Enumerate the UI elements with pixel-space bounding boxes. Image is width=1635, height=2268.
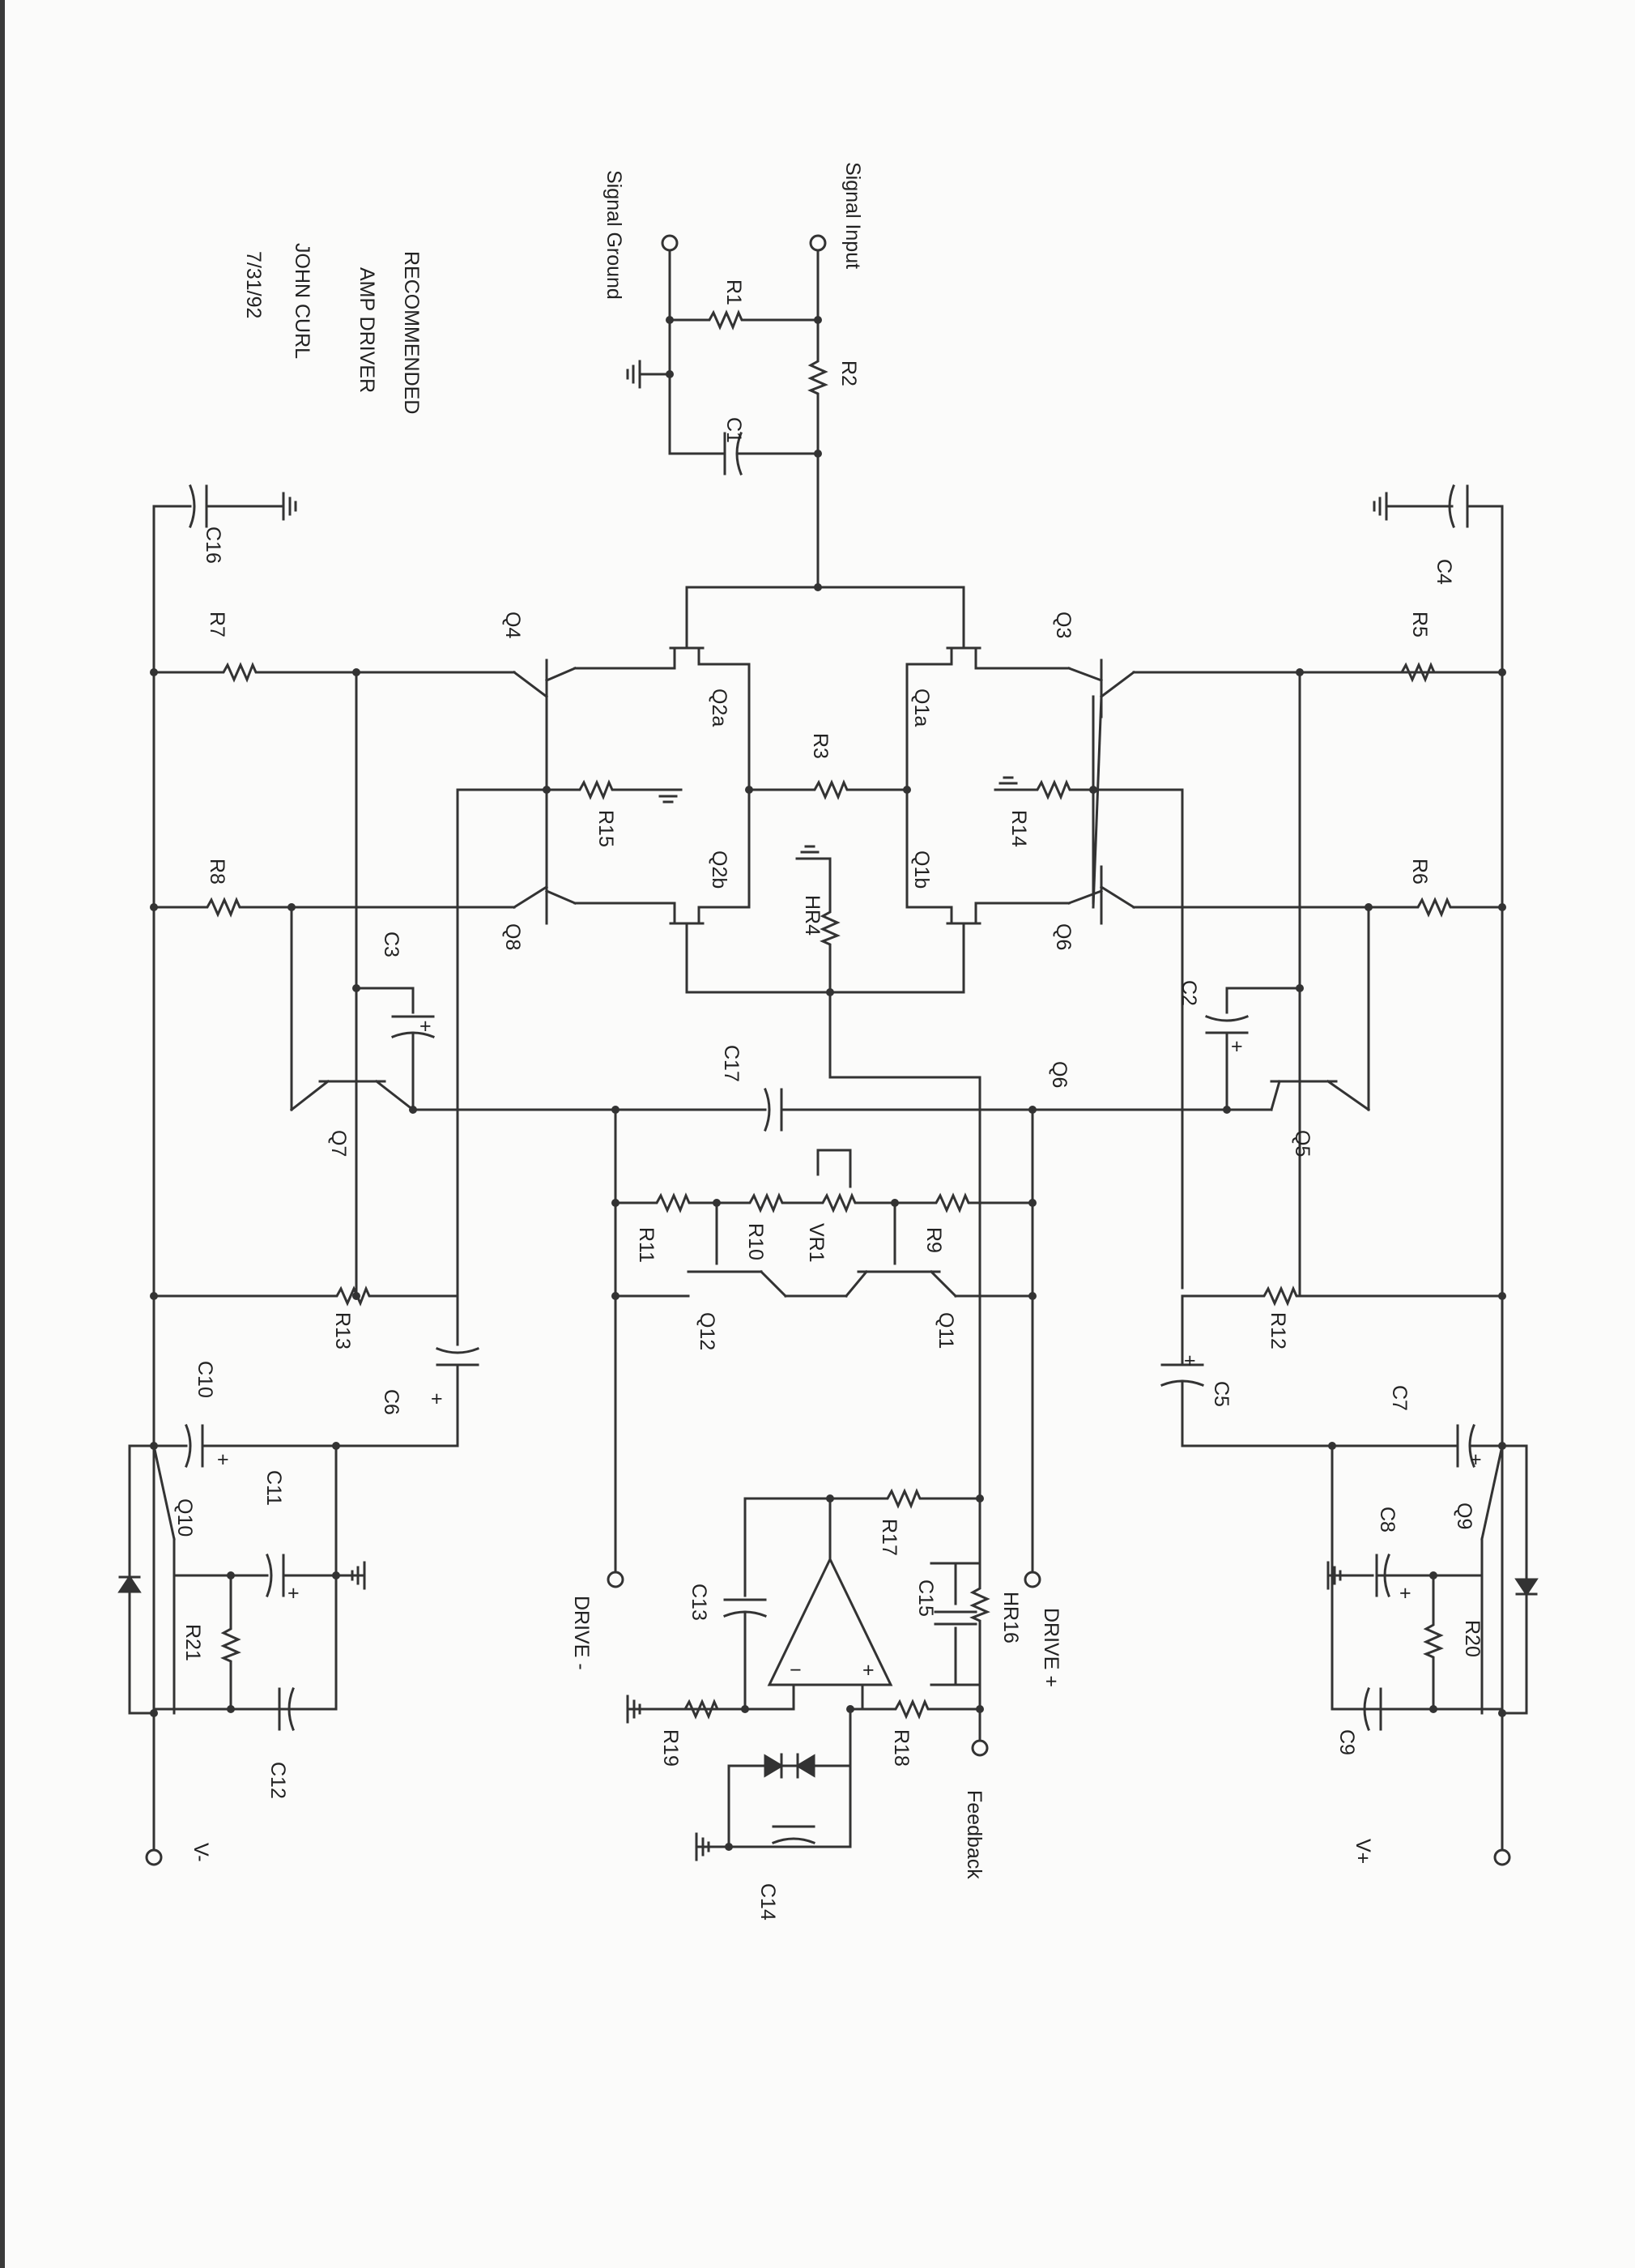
label-q9: Q9 bbox=[1453, 1503, 1475, 1529]
label-r10: R10 bbox=[744, 1223, 767, 1260]
signal-ground-terminal[interactable] bbox=[661, 234, 679, 252]
opamp-minus-sign: − bbox=[790, 1659, 802, 1682]
label-q10: Q10 bbox=[173, 1498, 196, 1537]
label-c17: C17 bbox=[720, 1045, 743, 1082]
label-c7: C7 bbox=[1388, 1385, 1411, 1411]
label-c14: C14 bbox=[756, 1883, 779, 1921]
label-c16: C16 bbox=[202, 526, 224, 564]
label-r14: R14 bbox=[1007, 810, 1030, 847]
label-c6: C6 bbox=[380, 1389, 402, 1415]
c6-plus: + bbox=[431, 1388, 443, 1410]
label-r5: R5 bbox=[1408, 612, 1431, 637]
label-q7: Q7 bbox=[327, 1130, 350, 1157]
power-rails bbox=[145, 484, 1511, 1866]
c5-plus: + bbox=[1184, 1349, 1196, 1372]
label-r11: R11 bbox=[635, 1227, 658, 1263]
label-r2: R2 bbox=[837, 360, 860, 386]
c10-plus: + bbox=[217, 1448, 229, 1471]
label-r6: R6 bbox=[1408, 859, 1431, 885]
c11-plus: + bbox=[287, 1582, 300, 1605]
label-v-minus: V- bbox=[189, 1843, 212, 1862]
c7-plus: + bbox=[1470, 1448, 1482, 1471]
label-signal-ground: Signal Ground bbox=[602, 170, 625, 300]
label-r9: R9 bbox=[922, 1227, 945, 1253]
label-c13: C13 bbox=[688, 1584, 710, 1621]
label-q1a: Q1a bbox=[910, 688, 933, 727]
label-q3: Q3 bbox=[1052, 612, 1075, 638]
bias-network bbox=[607, 1076, 1041, 1588]
label-r17: R17 bbox=[878, 1519, 901, 1556]
polarity-marks: + + + + + + + + bbox=[217, 1015, 1482, 1605]
v-minus-terminal[interactable] bbox=[145, 1848, 163, 1866]
label-r19: R19 bbox=[659, 1729, 682, 1767]
label-q12: Q12 bbox=[696, 1312, 718, 1350]
label-c9: C9 bbox=[1335, 1729, 1358, 1755]
title-author: JOHN CURL bbox=[291, 243, 313, 359]
title-date: 7/31/92 bbox=[242, 251, 265, 318]
label-r3: R3 bbox=[809, 733, 832, 759]
label-v-plus: V+ bbox=[1352, 1839, 1374, 1864]
negative-side bbox=[117, 638, 1034, 1731]
label-q2b: Q2b bbox=[708, 850, 730, 889]
label-r12: R12 bbox=[1267, 1312, 1289, 1349]
label-c15: C15 bbox=[914, 1580, 937, 1617]
label-feedback: Feedback bbox=[963, 1790, 986, 1879]
scan-page-edge bbox=[0, 0, 5, 2268]
label-hr16: HR16 bbox=[999, 1592, 1022, 1643]
label-q4: Q4 bbox=[501, 612, 524, 638]
label-c11: C11 bbox=[262, 1470, 285, 1506]
label-r13: R13 bbox=[331, 1312, 354, 1349]
c2-plus: + bbox=[1231, 1035, 1243, 1058]
label-q6-node: Q6 bbox=[1048, 1061, 1071, 1088]
title-line-2: AMP DRIVER bbox=[356, 267, 378, 393]
c8-plus: + bbox=[1399, 1582, 1411, 1605]
positive-side bbox=[685, 638, 1539, 1731]
label-r18: R18 bbox=[890, 1729, 913, 1767]
servo-opamp: + − bbox=[626, 1490, 989, 1861]
label-vr1: VR1 bbox=[805, 1223, 828, 1263]
label-c10: C10 bbox=[194, 1361, 216, 1398]
label-r7: R7 bbox=[206, 612, 228, 637]
label-c2: C2 bbox=[1177, 980, 1200, 1006]
title-line-1: RECOMMENDED bbox=[400, 251, 423, 414]
label-hr4: HR4 bbox=[801, 895, 824, 936]
label-c12: C12 bbox=[266, 1762, 289, 1799]
label-r15: R15 bbox=[594, 810, 617, 847]
label-q6: Q6 bbox=[1052, 923, 1075, 950]
v-plus-terminal[interactable] bbox=[1493, 1848, 1511, 1866]
signal-input-terminal[interactable] bbox=[809, 234, 827, 252]
drive-minus-terminal[interactable] bbox=[607, 1571, 624, 1588]
opamp-symbol bbox=[767, 1556, 893, 1686]
label-drive-plus: DRIVE + bbox=[1040, 1608, 1062, 1687]
opamp-plus-sign: + bbox=[862, 1659, 875, 1682]
feedback-terminal[interactable] bbox=[971, 1739, 989, 1757]
label-r8: R8 bbox=[206, 859, 228, 885]
input-network bbox=[626, 234, 965, 642]
label-drive-minus: DRIVE - bbox=[570, 1596, 593, 1670]
label-q11: Q11 bbox=[935, 1312, 957, 1349]
label-c8: C8 bbox=[1376, 1507, 1399, 1533]
label-c1: C1 bbox=[722, 417, 745, 443]
label-c3: C3 bbox=[380, 932, 402, 957]
label-c4: C4 bbox=[1433, 559, 1455, 585]
label-q1b: Q1b bbox=[910, 850, 933, 889]
label-q2a: Q2a bbox=[708, 688, 730, 727]
label-r20: R20 bbox=[1461, 1620, 1484, 1657]
label-q8: Q8 bbox=[501, 923, 524, 950]
drive-plus-terminal[interactable] bbox=[1024, 1571, 1041, 1588]
label-signal-input: Signal Input bbox=[841, 162, 864, 269]
label-c5: C5 bbox=[1210, 1381, 1233, 1407]
label-r21: R21 bbox=[181, 1624, 204, 1661]
part-labels: Signal Input Signal Ground DRIVE + DRIVE… bbox=[173, 162, 1484, 1921]
label-q5: Q5 bbox=[1291, 1130, 1314, 1157]
label-r1: R1 bbox=[722, 279, 745, 305]
c3-plus: + bbox=[419, 1015, 432, 1038]
